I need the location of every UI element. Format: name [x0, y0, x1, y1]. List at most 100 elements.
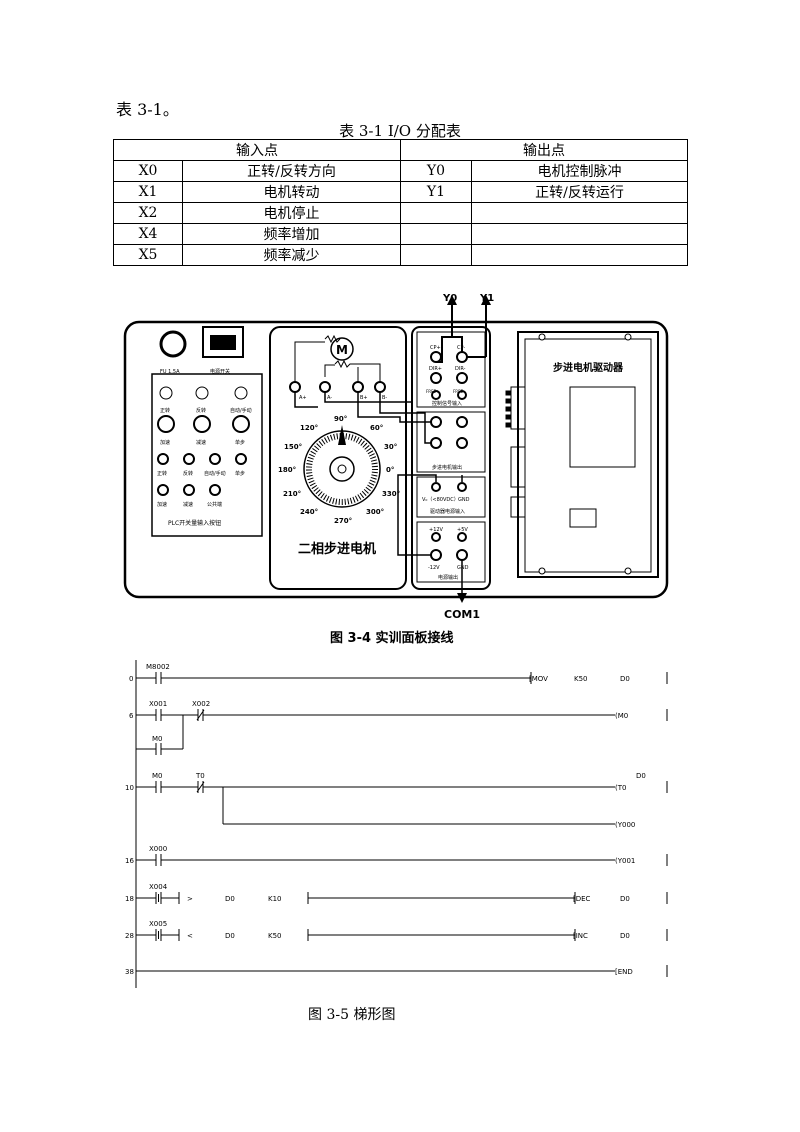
terminal-p12 — [431, 532, 441, 542]
label-btn-up: 加速 — [160, 439, 170, 446]
instr-mov: [MOV — [529, 675, 548, 683]
contact-t0: T0 — [195, 772, 205, 780]
terminal-cp-plus — [430, 351, 442, 363]
contact-x005: X005 — [149, 920, 167, 928]
label-step-out: 步进电机输出 — [432, 464, 462, 471]
arrow-y1 — [481, 295, 491, 305]
label-p5: +5V — [457, 527, 468, 533]
label-ctrl-input: 控制信号输入 — [432, 400, 462, 407]
arrow-y0 — [447, 295, 457, 305]
table-row: X5 频率减少 — [113, 244, 688, 266]
power-output-group — [416, 521, 486, 583]
driver-display — [569, 386, 636, 468]
label-motor-name: 二相步进电机 — [298, 541, 376, 557]
terminal-a-plus — [289, 381, 301, 393]
ladder-diagram: 0 M8002 [MOV K50 D0 6 X001 X002 M0 (M0 1… — [125, 660, 668, 988]
label-deg-300: 300° — [366, 508, 384, 516]
input-description: 电机转动 — [182, 181, 401, 203]
driver-box — [517, 331, 659, 578]
compare-gt: > — [187, 895, 193, 903]
terminal-p5 — [457, 532, 467, 542]
table-row: X4 频率增加 — [113, 223, 688, 245]
input-address: X1 — [113, 181, 183, 203]
compare-d0: D0 — [225, 932, 235, 940]
output-address — [400, 202, 472, 224]
contact-m8002: M8002 — [146, 663, 170, 671]
input-address: X5 — [113, 244, 183, 266]
terminal-free-plus — [431, 390, 441, 400]
label-driver: 步进电机驱动器 — [553, 361, 624, 374]
panel-wiring-figure: Y0 Y1 FU 1.5A 电源开关 正转 反转 自动/手动 加速 减速 单步 … — [123, 293, 669, 621]
label-sw-reverse: 反转 — [196, 407, 206, 414]
output-address — [400, 244, 472, 266]
input-header: 输入点 — [113, 139, 401, 161]
terminal-reverse — [183, 453, 195, 465]
terminal-b-minus — [374, 381, 386, 393]
arg-d0: D0 — [620, 675, 630, 683]
label-deg-90: 90° — [334, 415, 347, 423]
control-panel — [411, 326, 491, 590]
label-vdc: V₀（<80VDC） — [422, 497, 459, 503]
button-decelerate — [193, 415, 211, 433]
driver-mount-holes — [538, 333, 632, 575]
label-sw-auto: 自动/手动 — [230, 407, 252, 414]
terminal-m12 — [430, 549, 442, 561]
label-cp-plus: CP+ — [430, 345, 441, 351]
compare-k10: K10 — [268, 895, 282, 903]
instr-dec: [DEC — [573, 895, 591, 903]
table-header-row: 输入点 输出点 — [113, 139, 688, 161]
terminal-accelerate — [157, 484, 169, 496]
wire-y1 — [462, 301, 487, 358]
terminal-gnd2 — [456, 549, 468, 561]
table-row: X2 电机停止 — [113, 202, 688, 224]
output-description — [471, 223, 688, 245]
label-btn-step: 单步 — [235, 439, 245, 446]
label-power-out: 电源输出 — [438, 574, 458, 581]
fuse-holder — [159, 330, 187, 358]
label-deg-30: 30° — [384, 443, 397, 451]
terminal-cp-minus — [456, 351, 468, 363]
button-accelerate — [157, 415, 175, 433]
arg-d0: D0 — [620, 895, 630, 903]
drive-power-group — [416, 476, 486, 518]
control-signal-group — [416, 331, 486, 408]
table-row: X0 正转/反转方向 Y0 电机控制脉冲 — [113, 160, 688, 182]
instr-inc: [INC — [573, 932, 588, 940]
label-power-switch: 电源开关 — [210, 368, 230, 375]
input-description: 电机停止 — [182, 202, 401, 224]
terminal-gnd — [457, 482, 467, 492]
label-m12: -12V — [428, 565, 440, 571]
rung-step-6: 6 — [129, 712, 134, 720]
toggle-reverse — [195, 386, 209, 400]
terminal-decelerate — [183, 484, 195, 496]
driver-connectors — [505, 386, 526, 518]
control-terminals — [430, 351, 468, 561]
input-address: X0 — [113, 160, 183, 182]
label-deg-240: 240° — [300, 508, 318, 516]
label-term-reverse: 反转 — [183, 470, 193, 477]
input-address: X2 — [113, 202, 183, 224]
coil-m0: (M0 — [615, 712, 628, 720]
terminal-auto — [209, 453, 221, 465]
rung-step-0: 0 — [129, 675, 133, 683]
instr-end: [END — [615, 968, 633, 976]
terminal-common — [209, 484, 221, 496]
table-row: X1 电机转动 Y1 正转/反转运行 — [113, 181, 688, 203]
compare-d0: D0 — [225, 895, 235, 903]
terminal-dir-plus — [430, 372, 442, 384]
label-free-minus: FREE- — [453, 389, 465, 394]
output-description: 电机控制脉冲 — [471, 160, 688, 182]
label-dir-minus: DIR- — [455, 366, 466, 372]
contact-m0: M0 — [152, 735, 163, 743]
terminal-forward — [157, 453, 169, 465]
coil-t0: (T0 — [615, 784, 626, 792]
label-term-common: 公共端 — [207, 501, 222, 508]
contact-x000: X000 — [149, 845, 167, 853]
figure-caption-3-5: 图 3-5 梯形图 — [308, 1007, 396, 1023]
input-address: X4 — [113, 223, 183, 245]
label-cp-minus: CP- — [457, 345, 465, 351]
motor-terminals — [289, 381, 386, 393]
output-header: 输出点 — [400, 139, 688, 161]
arg-d0: D0 — [620, 932, 630, 940]
toggle-switches — [159, 386, 248, 400]
